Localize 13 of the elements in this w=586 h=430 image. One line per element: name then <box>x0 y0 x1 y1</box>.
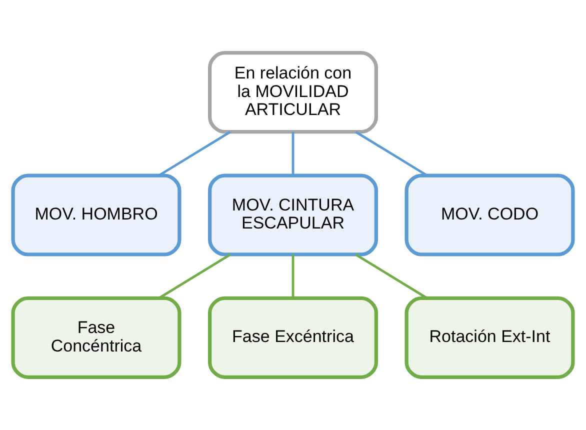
node-box: MOV. CINTURA ESCAPULAR <box>208 174 378 256</box>
node-box: MOV. CODO <box>404 174 575 256</box>
connector <box>292 254 294 298</box>
connector <box>158 254 231 300</box>
node-box: Fase Concéntrica <box>11 296 182 379</box>
node-box: MOV. HOMBRO <box>11 174 182 256</box>
connector <box>355 254 428 300</box>
connector <box>355 130 428 176</box>
node-box: Rotación Ext-Int <box>404 296 575 379</box>
node-box: En relación con la MOVILIDAD ARTICULAR <box>208 51 378 134</box>
node-box: Fase Excéntrica <box>208 296 378 379</box>
connector <box>158 130 231 176</box>
connector <box>292 132 294 176</box>
